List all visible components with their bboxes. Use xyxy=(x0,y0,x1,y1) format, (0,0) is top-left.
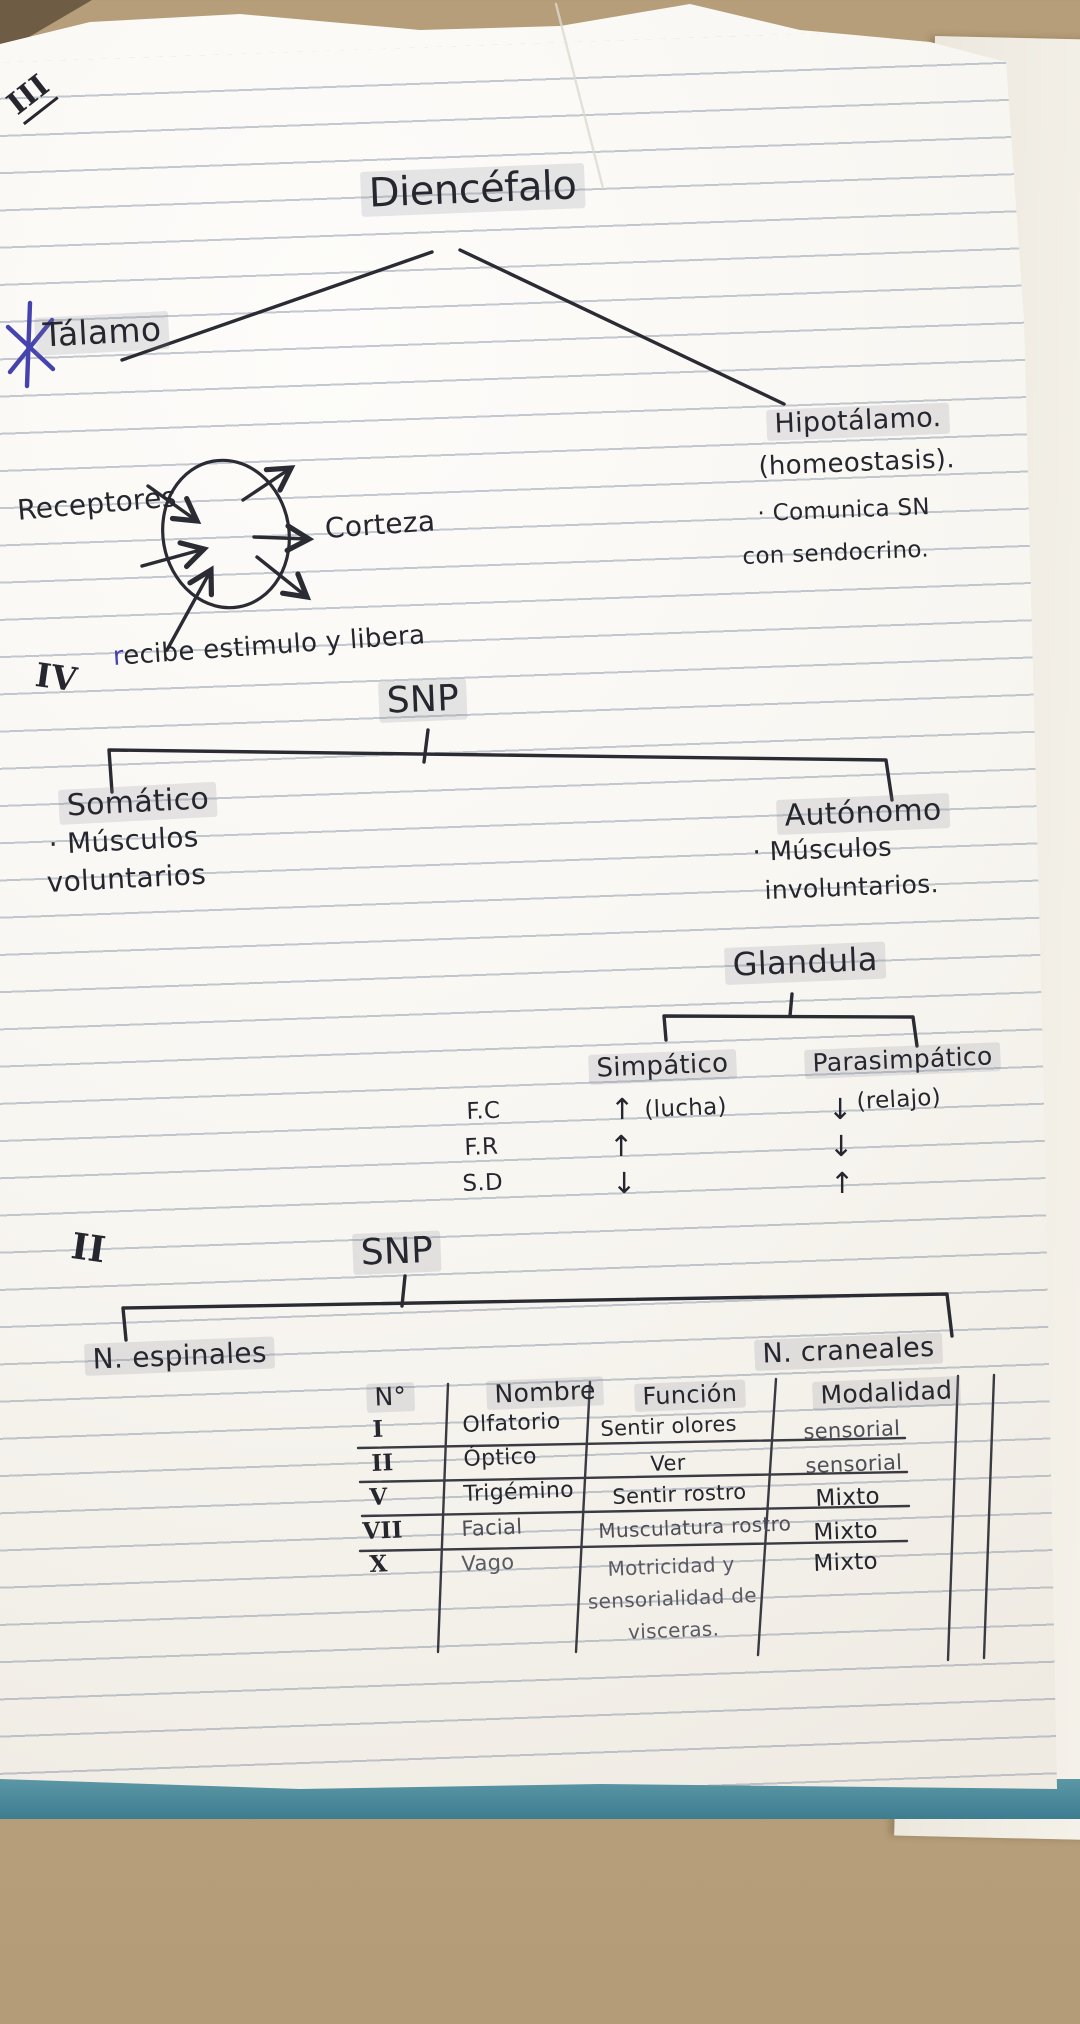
table-cell-num: V xyxy=(368,1483,389,1511)
parasympathetic-down-arrow-icon: ↓ xyxy=(829,1129,854,1163)
table-cell-function: Ver xyxy=(649,1450,687,1476)
table-cell-num: II xyxy=(370,1449,395,1477)
page-title: Diencéfalo xyxy=(360,162,586,217)
sympathetic-down-arrow-icon: ↓ xyxy=(612,1166,637,1200)
somatic-line-1: · Músculos xyxy=(47,820,200,861)
autonomic-title: Autónomo xyxy=(776,792,951,835)
table-cell-modality: Mixto xyxy=(812,1517,879,1546)
snp-root-1: SNP xyxy=(378,678,468,723)
parasympathetic-up-arrow-icon: ↑ xyxy=(830,1166,855,1200)
table-cell-name: Óptico xyxy=(462,1444,538,1472)
col-header-nombre: Nombre xyxy=(486,1376,605,1411)
table-cell-modality: sensorial xyxy=(804,1450,903,1478)
table-cell-num: X xyxy=(368,1550,389,1578)
table-cell-name: Facial xyxy=(460,1514,523,1541)
snp-root-2: SNP xyxy=(352,1230,442,1275)
table-cell-modality: sensorial xyxy=(802,1416,901,1444)
somatic-line-2: voluntarios xyxy=(45,857,207,899)
table-cell-name: Vago xyxy=(460,1549,515,1576)
param-sd: S.D xyxy=(461,1169,504,1197)
section-marker-ii: II xyxy=(68,1225,109,1272)
param-fr: F.R xyxy=(463,1133,499,1161)
col-header-num: N° xyxy=(366,1381,415,1414)
table-cell-function: Motricidad y sensorialidad de visceras. xyxy=(587,1551,758,1645)
col-header-funcion: Función xyxy=(634,1379,746,1413)
param-fc: F.C xyxy=(465,1097,501,1125)
sympathetic-label: Simpático xyxy=(588,1048,737,1086)
col-header-modalidad: Modalidad xyxy=(812,1375,961,1412)
table-cell-function: Sentir rostro xyxy=(611,1479,747,1509)
notebook-page xyxy=(0,4,1057,1789)
parasympathetic-note: (relajo) xyxy=(855,1084,942,1115)
sympathetic-note: (lucha) xyxy=(643,1093,728,1123)
table-cell-modality: Mixto xyxy=(814,1483,881,1512)
cortex-label: Corteza xyxy=(323,504,437,545)
table-cell-modality: Mixto xyxy=(812,1548,879,1577)
sympathetic-up-arrow-icon: ↑ xyxy=(609,1129,634,1163)
table-cell-num: I xyxy=(371,1415,385,1443)
gland-title: Glandula xyxy=(724,940,887,985)
table-cell-name: Trigémino xyxy=(462,1477,575,1507)
section-marker-iv: IV xyxy=(32,655,80,700)
parasympathetic-down-arrow-icon: ↓ xyxy=(828,1092,853,1126)
table-cell-function: Sentir olores xyxy=(599,1411,738,1441)
table-cell-name: Olfatorio xyxy=(461,1409,561,1438)
thalamus-label: Tálamo xyxy=(34,309,171,356)
autonomic-line-1: · Músculos xyxy=(751,832,893,868)
table-cell-num: VII xyxy=(361,1516,404,1545)
sympathetic-up-arrow-icon: ↑ xyxy=(610,1092,635,1126)
